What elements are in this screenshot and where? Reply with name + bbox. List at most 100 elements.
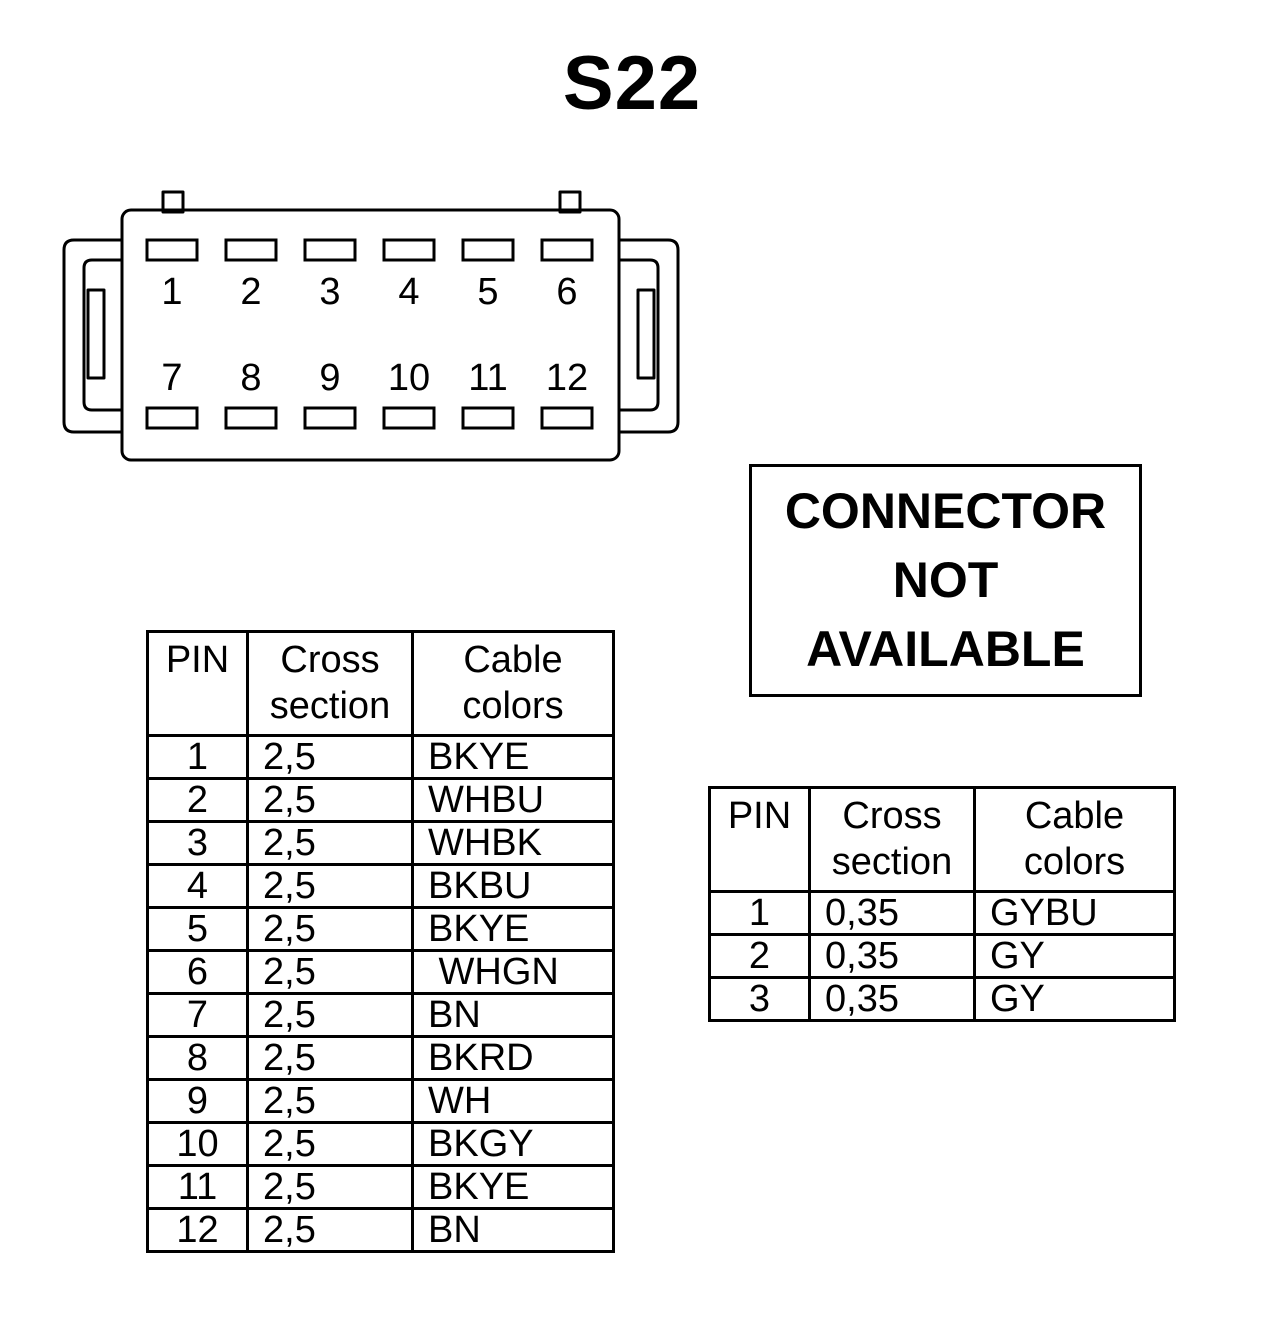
- cable-color-cell: WHBK: [411, 820, 615, 866]
- cross-section-cell: 2,5: [246, 777, 414, 823]
- pin-label-3: 3: [319, 271, 340, 313]
- cable-color-cell: BKYE: [411, 906, 615, 952]
- pin-cell: 1: [146, 734, 249, 780]
- cable-color-cell: WH: [411, 1078, 615, 1124]
- cross-section-cell: 2,5: [246, 1035, 414, 1081]
- pin-cell: 11: [146, 1164, 249, 1210]
- cross-section-cell: 2,5: [246, 949, 414, 995]
- pin-label-2: 2: [240, 271, 261, 313]
- pin-cell: 2: [708, 933, 811, 979]
- pin-label-9: 9: [319, 357, 340, 399]
- header-cable-colors: Cable colors: [973, 786, 1176, 893]
- cable-color-cell: BKYE: [411, 734, 615, 780]
- connector-clip-right: [619, 238, 680, 434]
- header-cross-section: Cross section: [246, 630, 414, 737]
- cross-section-cell: 2,5: [246, 1164, 414, 1210]
- cross-section-cell: 2,5: [246, 1207, 414, 1253]
- cable-color-cell: BKGY: [411, 1121, 615, 1167]
- connector-not-available-box: CONNECTOR NOT AVAILABLE: [749, 464, 1142, 697]
- cross-section-cell: 2,5: [246, 1121, 414, 1167]
- pin-cell: 10: [146, 1121, 249, 1167]
- cable-color-cell: BKYE: [411, 1164, 615, 1210]
- pin-cell: 12: [146, 1207, 249, 1253]
- connector-diagram: 1 2 3 4 5 6 7 8 9 10 11 12: [62, 190, 680, 462]
- pin-label-6: 6: [556, 271, 577, 313]
- header-cross-section: Cross section: [808, 786, 976, 893]
- pin-label-4: 4: [398, 271, 419, 313]
- connector-latch-left: [161, 190, 185, 214]
- pin-label-8: 8: [240, 357, 261, 399]
- pin-label-7: 7: [161, 357, 182, 399]
- pin-cell: 4: [146, 863, 249, 909]
- pin-label-5: 5: [477, 271, 498, 313]
- connector-latch-right: [558, 190, 582, 214]
- cross-section-cell: 2,5: [246, 906, 414, 952]
- pin-slot-5: [461, 238, 515, 262]
- pin-cell: 9: [146, 1078, 249, 1124]
- pin-slot-12: [540, 406, 594, 430]
- cable-color-cell: GY: [973, 933, 1176, 979]
- cable-color-cell: GY: [973, 976, 1176, 1022]
- cable-color-cell: BN: [411, 1207, 615, 1253]
- connector-not-available-text: CONNECTOR NOT AVAILABLE: [784, 483, 1107, 677]
- pin-slot-2: [224, 238, 278, 262]
- connector-body: [120, 208, 621, 462]
- cross-section-cell: 2,5: [246, 820, 414, 866]
- connector-clip-left: [62, 238, 122, 434]
- pin-label-11: 11: [468, 357, 507, 399]
- cross-section-cell: 2,5: [246, 863, 414, 909]
- pin-cell: 6: [146, 949, 249, 995]
- pin-slot-8: [224, 406, 278, 430]
- cable-color-cell: BKRD: [411, 1035, 615, 1081]
- pin-slot-1: [145, 238, 199, 262]
- pin-cell: 5: [146, 906, 249, 952]
- pin-label-1: 1: [161, 271, 182, 313]
- cable-color-cell: WHBU: [411, 777, 615, 823]
- pin-cell: 3: [146, 820, 249, 866]
- pin-slot-9: [303, 406, 357, 430]
- header-pin: PIN: [708, 786, 811, 893]
- pin-cell: 2: [146, 777, 249, 823]
- cross-section-cell: 0,35: [808, 976, 976, 1022]
- pin-slot-4: [382, 238, 436, 262]
- cross-section-cell: 2,5: [246, 992, 414, 1038]
- connector-title: S22: [562, 41, 702, 126]
- pin-cell: 1: [708, 890, 811, 936]
- cable-color-cell: GYBU: [973, 890, 1176, 936]
- header-cable-colors: Cable colors: [411, 630, 615, 737]
- cross-section-cell: 2,5: [246, 734, 414, 780]
- cross-section-cell: 0,35: [808, 933, 976, 979]
- cable-color-cell: WHGN: [411, 949, 615, 995]
- cable-color-cell: BN: [411, 992, 615, 1038]
- header-pin: PIN: [146, 630, 249, 737]
- pin-slot-6: [540, 238, 594, 262]
- pin-cell: 7: [146, 992, 249, 1038]
- pin-slot-10: [382, 406, 436, 430]
- cable-color-cell: BKBU: [411, 863, 615, 909]
- pin-slot-3: [303, 238, 357, 262]
- pin-cell: 8: [146, 1035, 249, 1081]
- cross-section-cell: 0,35: [808, 890, 976, 936]
- pin-slot-7: [145, 406, 199, 430]
- pin-label-10: 10: [388, 357, 430, 399]
- pin-slot-11: [461, 406, 515, 430]
- pin-cell: 3: [708, 976, 811, 1022]
- cross-section-cell: 2,5: [246, 1078, 414, 1124]
